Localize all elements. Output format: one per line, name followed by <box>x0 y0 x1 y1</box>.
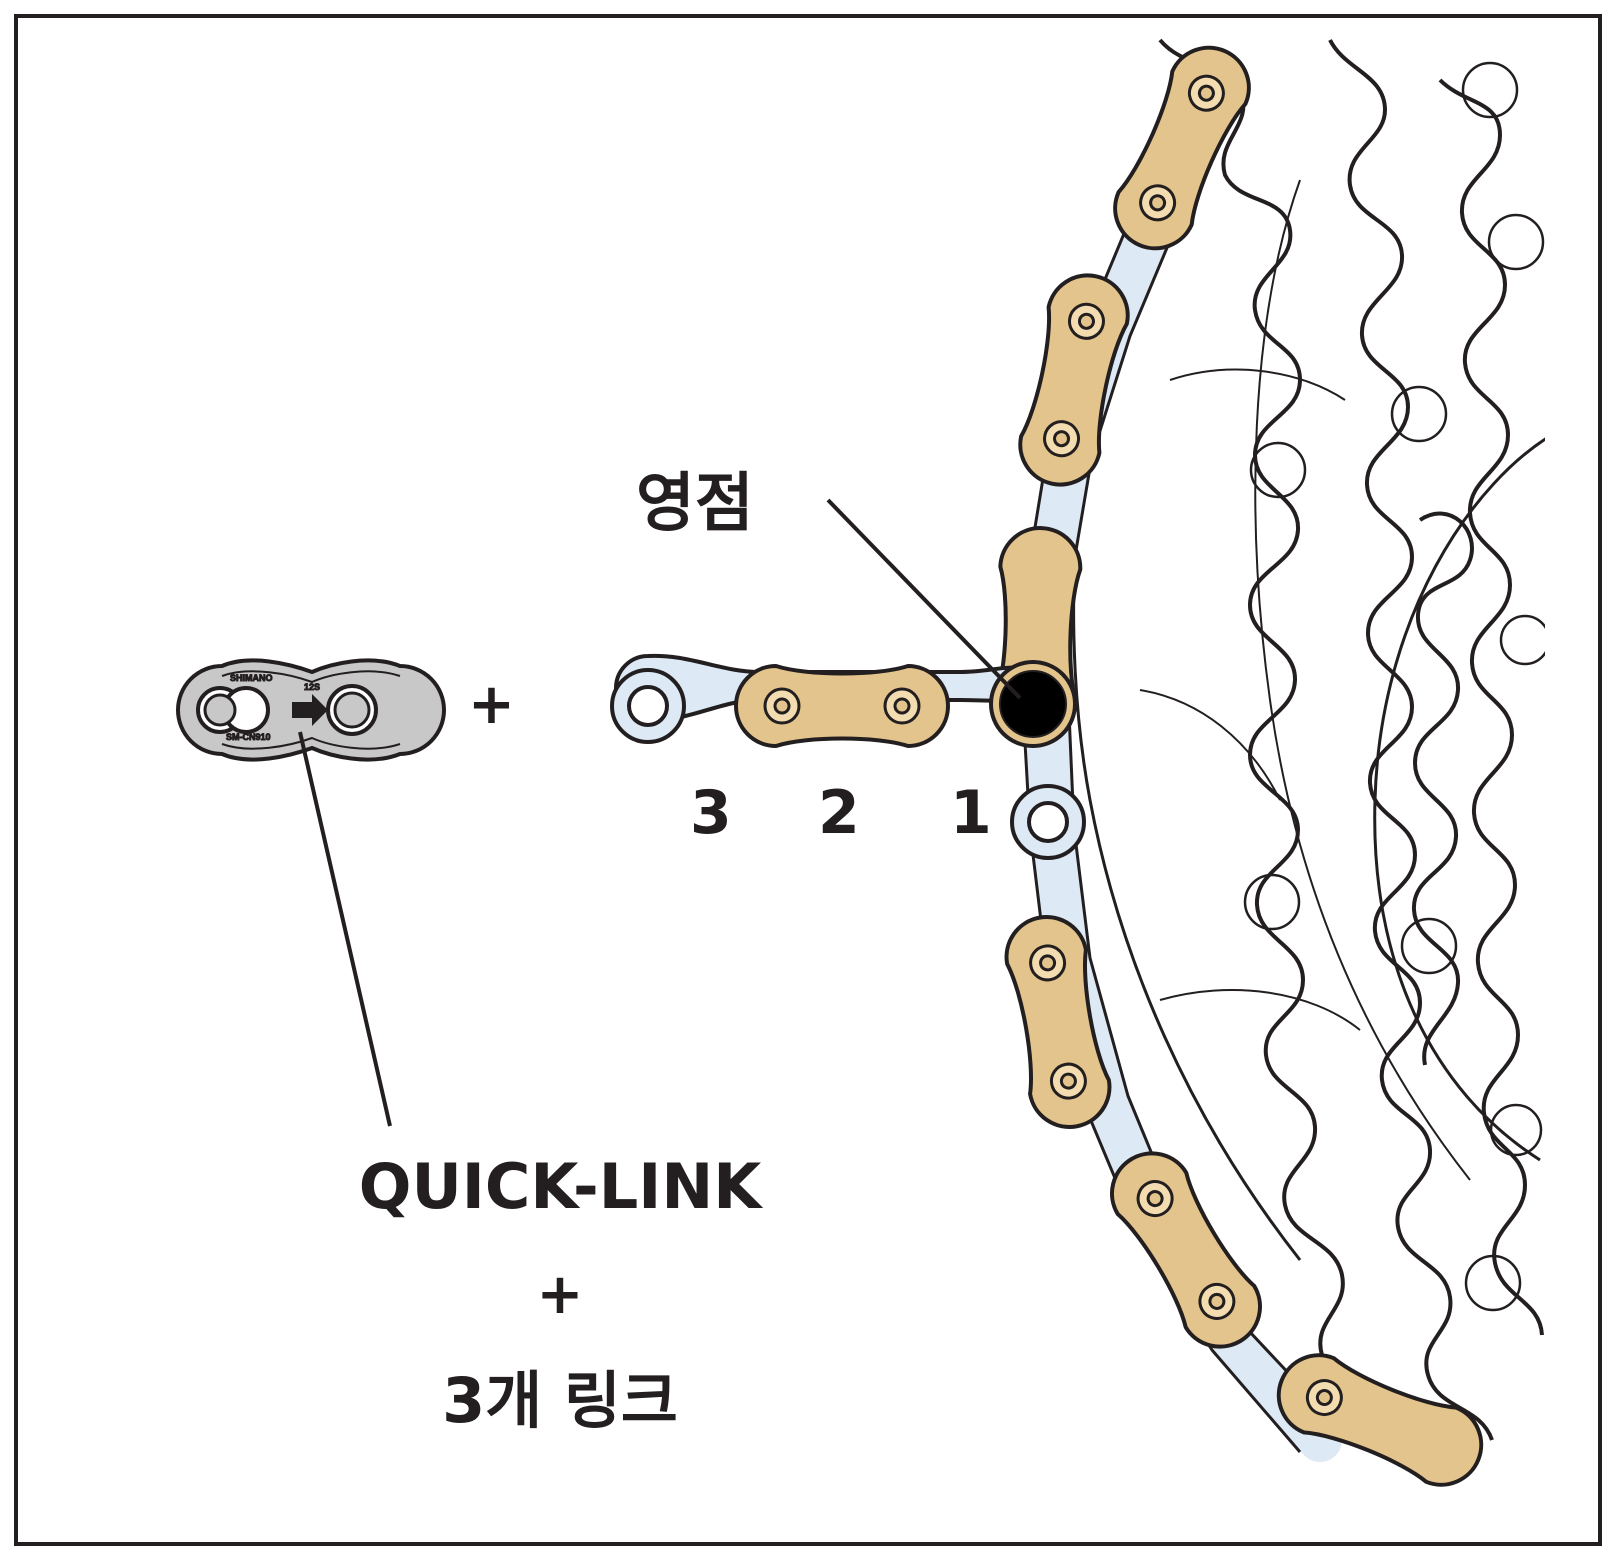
gold-link <box>1110 1151 1262 1349</box>
quick-link-brand: SHIMANO <box>230 673 273 683</box>
carrier-arc-2 <box>1373 437 1545 1162</box>
link-number-3: 3 <box>690 778 732 848</box>
plus-sign-bottom: + <box>536 1262 584 1327</box>
cassette-sprockets <box>1072 38 1545 1462</box>
three-links-label: 3개 링크 <box>442 1364 678 1437</box>
gold-link <box>1004 915 1112 1129</box>
link-number-1: 1 <box>950 778 992 848</box>
sprocket-holes <box>1243 61 1545 1312</box>
spider-arm-2 <box>1139 689 1281 801</box>
zero-point-label: 영점 <box>636 467 754 541</box>
sprocket-outer <box>1158 38 1402 1462</box>
arrow-icon <box>292 694 328 726</box>
gold-link <box>1113 45 1251 251</box>
gold-link <box>1276 1353 1484 1487</box>
sprocket-third <box>1438 78 1544 1336</box>
zero-point-leader-line <box>826 498 1022 700</box>
sprocket-inner <box>1411 511 1474 1066</box>
plus-sign-middle: + <box>468 672 515 737</box>
spider-arm-1 <box>1169 368 1346 401</box>
gold-link <box>1018 273 1130 487</box>
sprocket-second <box>1328 39 1494 1441</box>
diagram-frame <box>14 14 1602 1546</box>
quick-link-speed: 12S <box>304 682 320 692</box>
spider-arm-3 <box>1159 989 1361 1031</box>
carrier-arc-3 <box>1254 179 1471 1181</box>
removed-chain-segment <box>610 653 1077 749</box>
quick-link-leader-line <box>298 731 392 1127</box>
quick-link-model: SM-CN910 <box>226 732 271 742</box>
gold-link-2 <box>734 663 950 749</box>
silver-roller-link <box>1010 784 1086 860</box>
quick-link-label: QUICK-LINK <box>358 1150 762 1223</box>
link-number-2: 2 <box>818 778 860 848</box>
quick-link-plate: SHIMANO 12S SM-CN910 <box>176 658 446 762</box>
